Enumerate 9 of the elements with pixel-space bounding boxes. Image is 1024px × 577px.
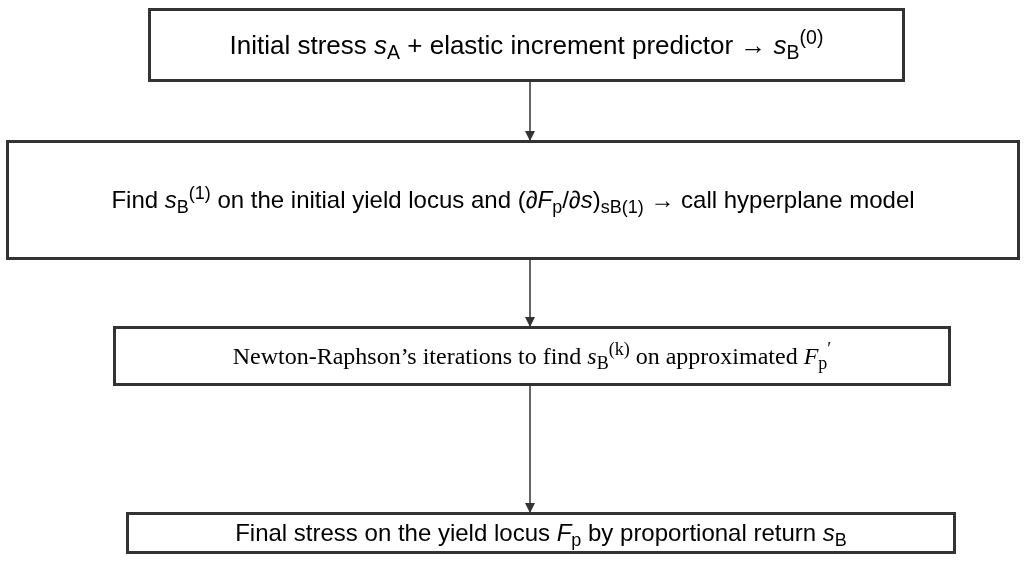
process-box xyxy=(148,8,905,82)
process-box xyxy=(126,512,956,554)
step-text: Final stress on the yield locus F$_{p}$ by proportional return s$_{B}$ xyxy=(235,518,847,548)
arrow xyxy=(525,385,535,513)
process-box xyxy=(6,140,1020,260)
arrow xyxy=(525,81,535,141)
step-text: Find s$_{B}$$^{(1)}$ on the initial yield locus and (∂F$_{p}$/∂s)$_{sB(1)}$ → call hyperplane model xyxy=(111,185,915,215)
process-box xyxy=(113,326,951,386)
arrow xyxy=(525,259,535,327)
